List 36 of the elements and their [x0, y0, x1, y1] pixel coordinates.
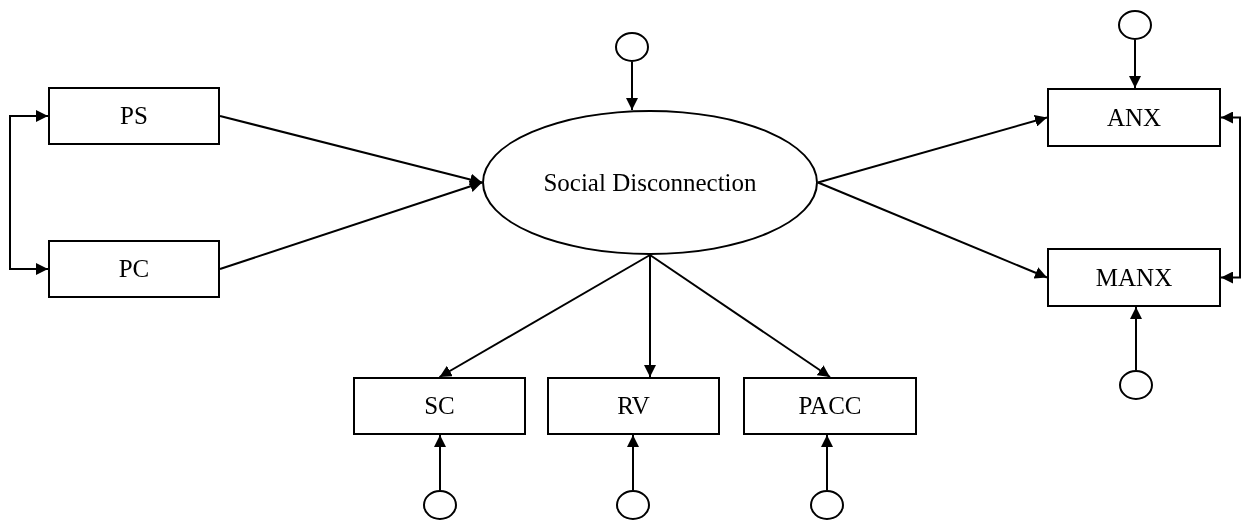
arrow [1130, 306, 1142, 371]
arrow [219, 180, 483, 270]
error-term-circle [423, 490, 457, 520]
observed-variable-box [48, 240, 220, 298]
variable-label: PS [120, 102, 148, 130]
error-term-circle [616, 490, 650, 520]
arrow [219, 115, 483, 186]
arrow [817, 181, 1048, 279]
observed-variable-box [547, 377, 720, 435]
observed-variable-box [1047, 248, 1221, 307]
variable-label: PC [118, 255, 150, 283]
arrow [438, 254, 651, 378]
arrow [817, 115, 1048, 184]
observed-variable-box [1047, 88, 1221, 147]
arrow [1129, 39, 1141, 89]
variable-label: RV [617, 392, 650, 420]
double-headed-arrow [1220, 111, 1241, 284]
variable-label: PACC [798, 392, 862, 420]
arrow [644, 254, 656, 378]
arrow [649, 254, 831, 378]
double-headed-arrow [9, 110, 49, 275]
variable-label: Social Disconnection [543, 168, 757, 197]
arrow [626, 61, 638, 111]
observed-variable-box [743, 377, 917, 435]
arrow [627, 434, 639, 491]
observed-variable-box [353, 377, 526, 435]
arrow [434, 434, 446, 491]
error-term-circle [810, 490, 844, 520]
error-term-circle [615, 32, 649, 62]
variable-label: SC [424, 392, 455, 420]
variable-label: MANX [1095, 263, 1173, 292]
variable-label: ANX [1106, 103, 1162, 132]
error-term-circle [1118, 10, 1152, 40]
observed-variable-box [48, 87, 220, 145]
arrow [821, 434, 833, 491]
error-term-circle [1119, 370, 1153, 400]
